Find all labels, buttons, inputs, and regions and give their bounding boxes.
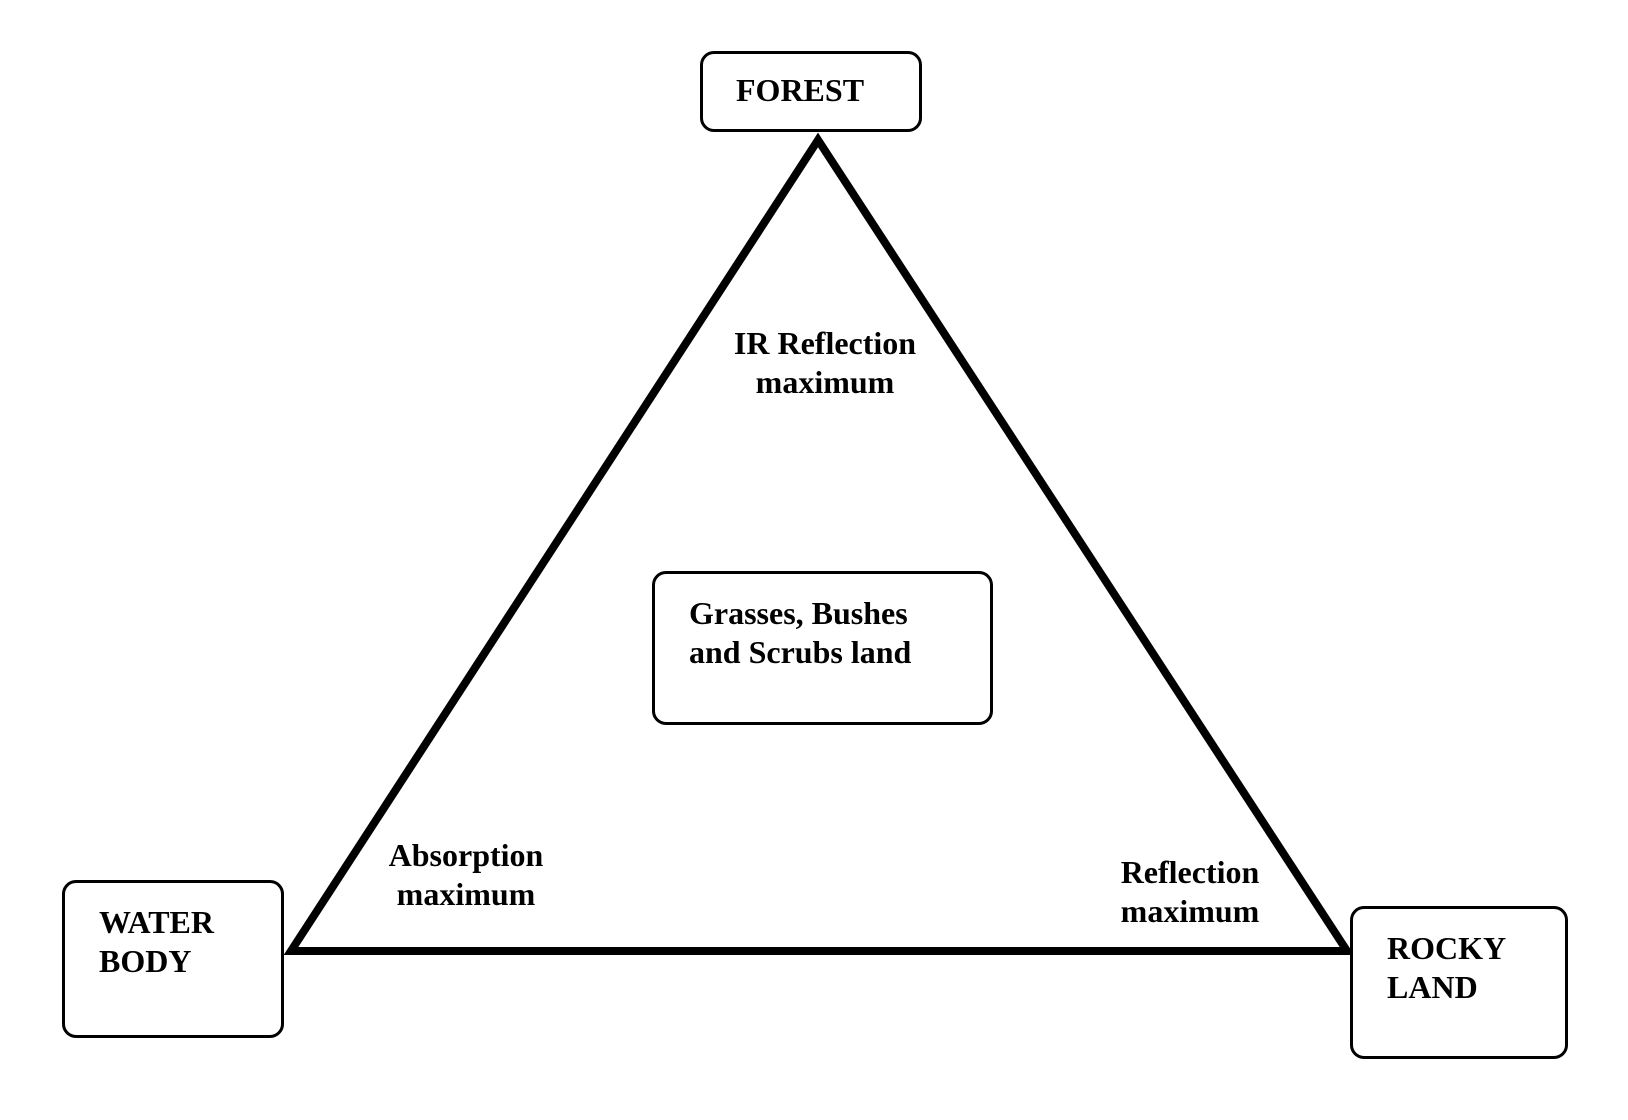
forest-label: FOREST (736, 72, 865, 108)
water-body-label: WATER BODY (99, 903, 214, 981)
rocky-land-line-1: ROCKY (1387, 930, 1507, 966)
rocky-land-node (1350, 906, 1568, 1059)
grasslands-line-1: Grasses, Bushes (689, 595, 908, 631)
water-body-line-2: BODY (99, 943, 192, 979)
reflection-annotation: Reflection maximum (1100, 853, 1280, 931)
reflection-line-1: Reflection (1120, 854, 1260, 890)
absorption-line-1: Absorption (388, 837, 544, 873)
water-body-line-1: WATER (99, 904, 214, 940)
triangle (283, 132, 1355, 955)
rocky-land-label: ROCKY LAND (1387, 929, 1506, 1007)
absorption-line-2: maximum (396, 876, 536, 912)
grasslands-line-2: and Scrubs land (689, 634, 912, 670)
grasslands-label: Grasses, Bushes and Scrubs land (689, 594, 911, 672)
forest-node (700, 51, 922, 132)
absorption-annotation: Absorption maximum (376, 836, 556, 914)
grasslands-node (652, 571, 993, 725)
ir-reflection-line-1: IR Reflection (733, 325, 917, 361)
ir-reflection-annotation: IR Reflection maximum (720, 324, 930, 402)
reflection-line-2: maximum (1120, 893, 1260, 929)
ir-reflection-line-2: maximum (755, 364, 895, 400)
rocky-land-line-2: LAND (1387, 969, 1478, 1005)
water-body-node (62, 880, 284, 1038)
